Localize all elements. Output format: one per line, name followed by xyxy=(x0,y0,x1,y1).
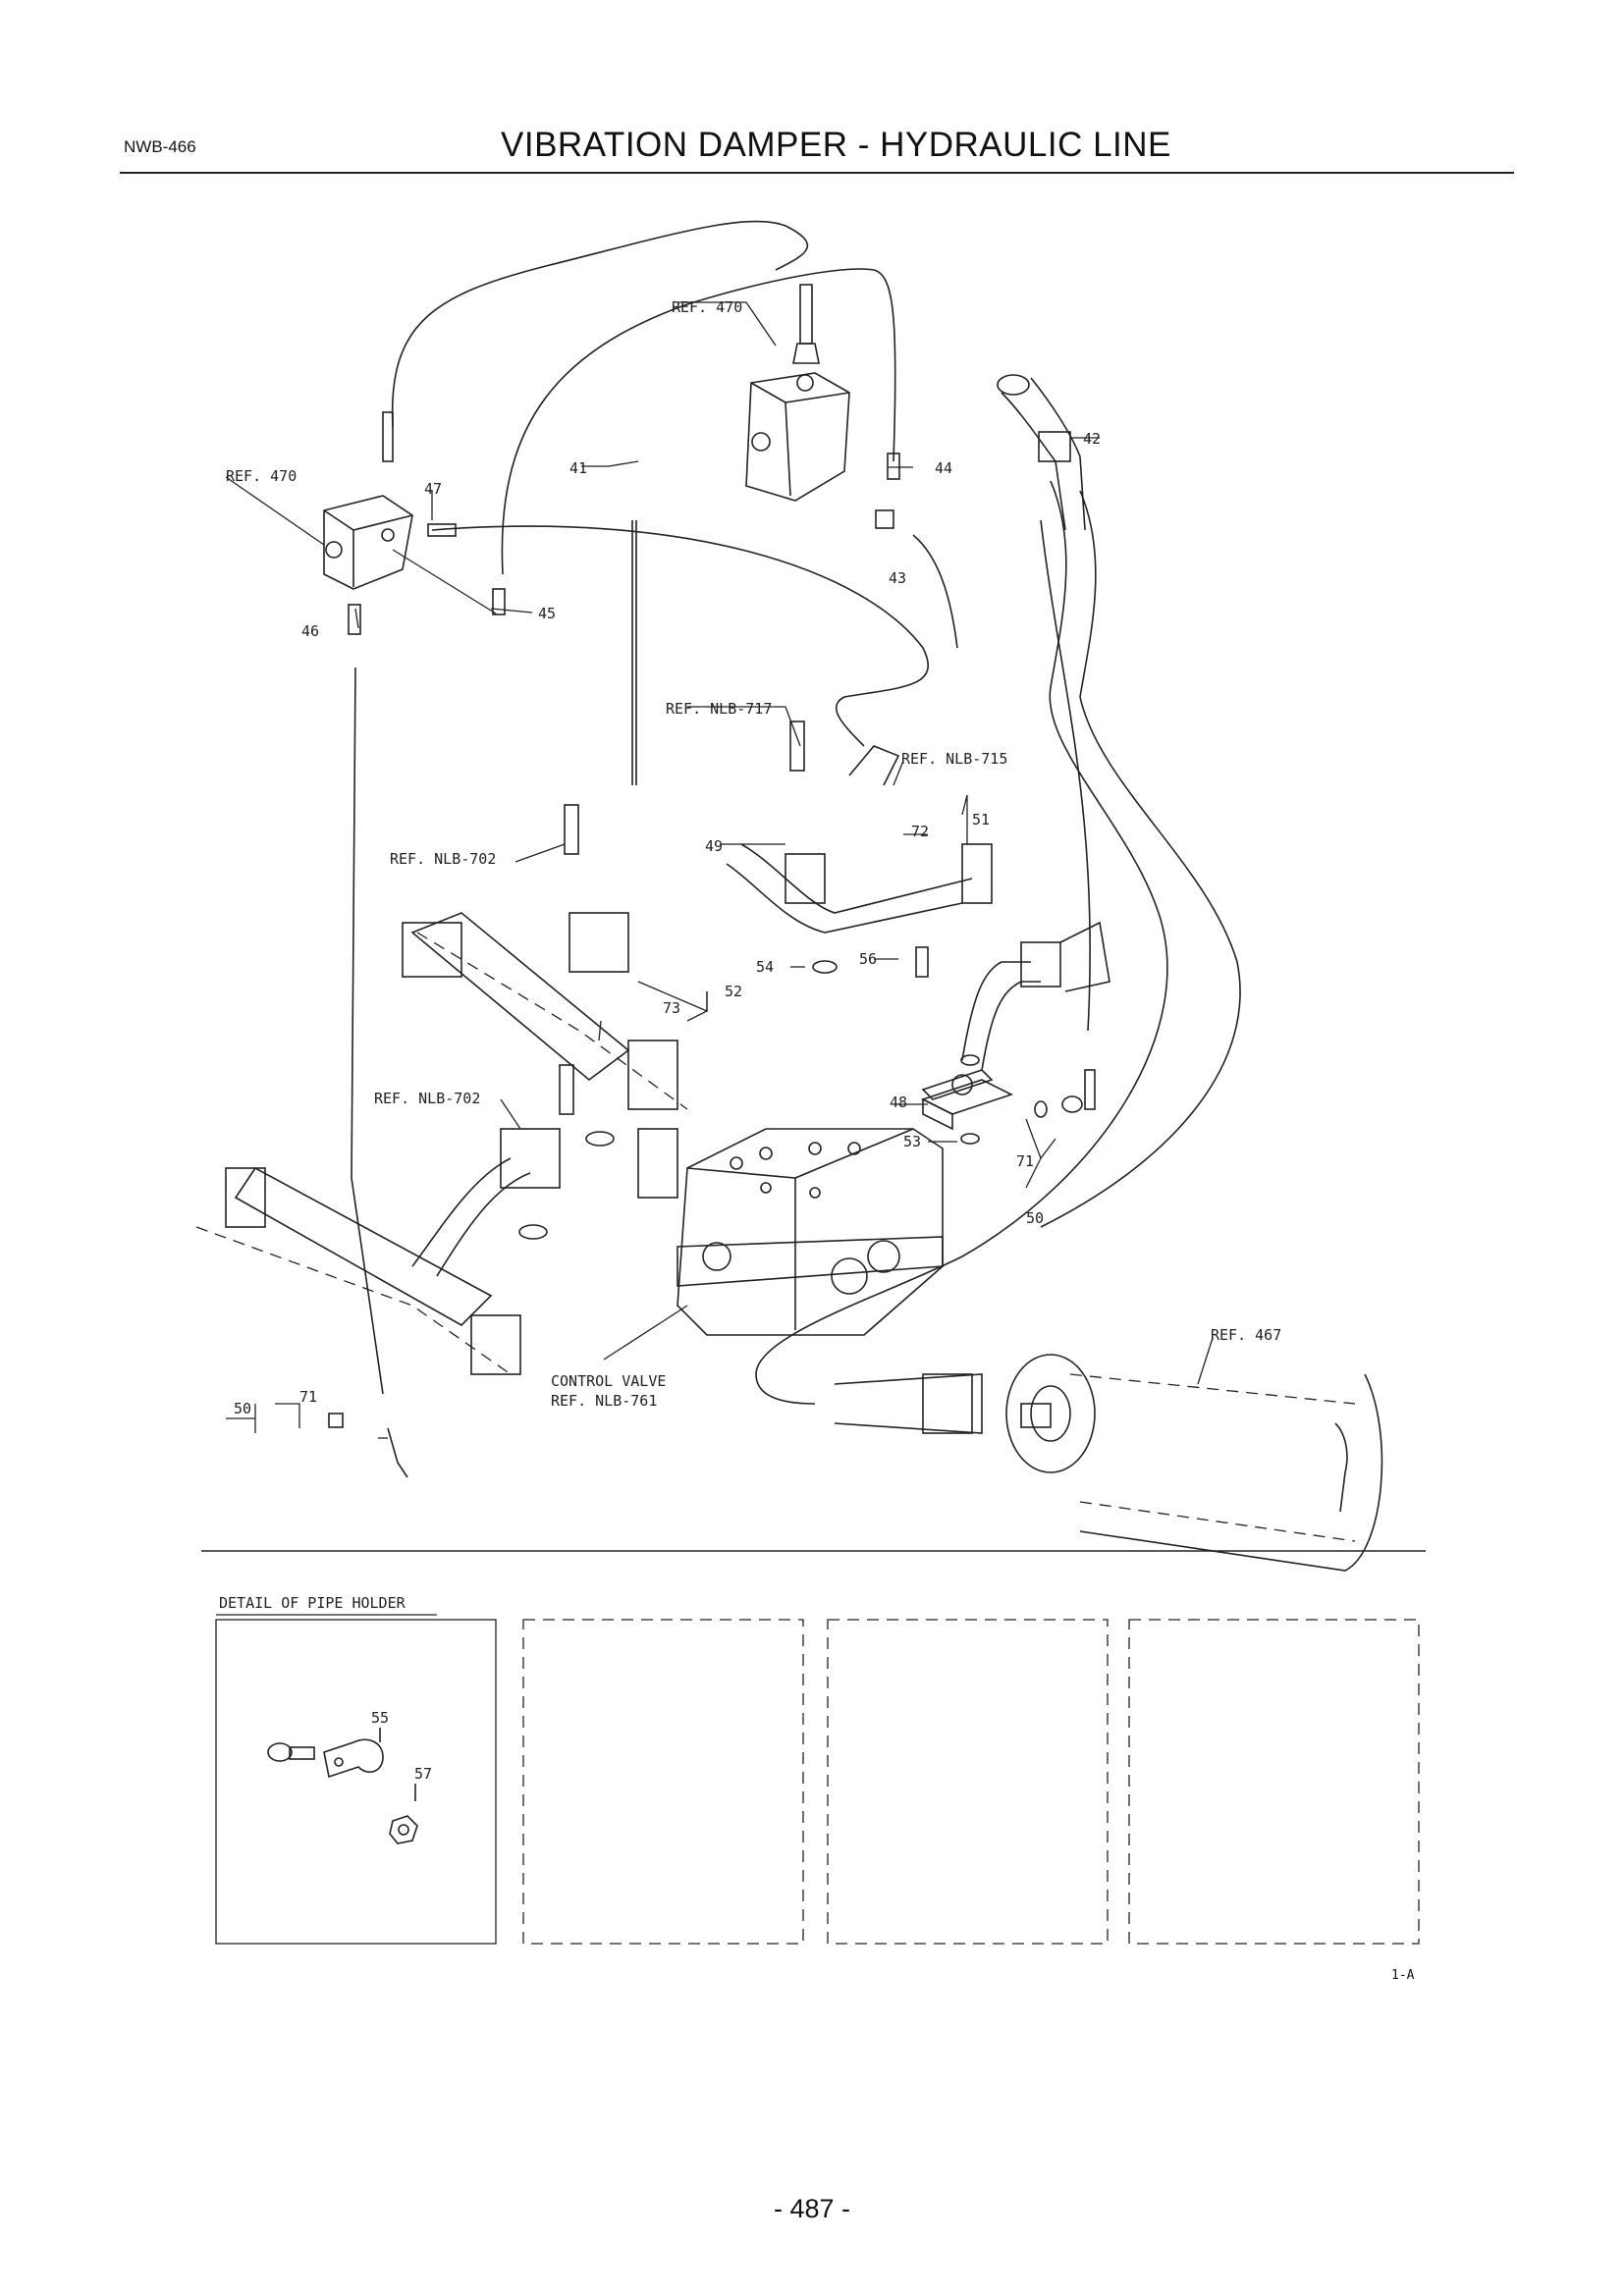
callout-73: 73 xyxy=(663,999,680,1017)
tube-ref467 xyxy=(834,1354,1348,1513)
ref-label-nlb702-upper: REF. NLB-702 xyxy=(390,850,496,868)
document-code: NWB-466 xyxy=(124,137,196,156)
valve-block-left xyxy=(323,411,457,590)
callout-72: 72 xyxy=(911,823,929,840)
callout-50-left: 50 xyxy=(234,1400,251,1417)
callout-51: 51 xyxy=(972,811,990,828)
ref-label-470-top: REF. 470 xyxy=(672,298,742,316)
callout-52: 52 xyxy=(725,983,742,1000)
dashed-leaders xyxy=(195,932,1420,1945)
callout-49: 49 xyxy=(705,837,723,855)
detail-title: DETAIL OF PIPE HOLDER xyxy=(219,1594,406,1612)
callout-56: 56 xyxy=(859,950,877,968)
callout-46: 46 xyxy=(301,622,319,640)
callout-53: 53 xyxy=(903,1133,921,1150)
pipe-assembly-lower xyxy=(225,1128,561,1375)
callout-48: 48 xyxy=(890,1094,907,1111)
hose-42 xyxy=(997,374,1086,531)
callout-71-left: 71 xyxy=(299,1388,317,1406)
page-number: - 487 - xyxy=(773,2194,851,2223)
callout-41: 41 xyxy=(569,459,587,477)
hose-lines xyxy=(351,220,1383,1572)
callout-54: 54 xyxy=(756,958,774,976)
valve-block-top xyxy=(745,284,850,502)
pipe-holder-sketch xyxy=(267,1728,418,1844)
plate-48 xyxy=(920,1074,1014,1131)
callout-57: 57 xyxy=(414,1765,432,1783)
sheet-code: 1-A xyxy=(1391,1968,1415,1983)
ref-label-nlb761: REF. NLB-761 xyxy=(551,1392,657,1410)
elbow-fitting-right xyxy=(921,921,1110,1100)
detail-frame xyxy=(215,1619,497,1945)
ref-label-nlb715: REF. NLB-715 xyxy=(901,750,1007,768)
ref-label-nlb717: REF. NLB-717 xyxy=(666,700,772,718)
header-divider xyxy=(120,172,1514,174)
control-valve-label: CONTROL VALVE xyxy=(551,1372,666,1390)
pipe-assembly-upper xyxy=(402,843,993,1110)
callout-42: 42 xyxy=(1083,430,1101,448)
callout-45: 45 xyxy=(538,605,556,622)
callout-leaders xyxy=(225,301,1214,1439)
callout-50-right: 50 xyxy=(1026,1209,1044,1227)
ref-label-470-left: REF. 470 xyxy=(226,467,297,485)
callout-44: 44 xyxy=(935,459,952,477)
callout-47: 47 xyxy=(424,480,442,498)
ref-label-467: REF. 467 xyxy=(1211,1326,1281,1344)
callout-71-right: 71 xyxy=(1016,1152,1034,1170)
fittings-small xyxy=(328,453,1096,1478)
callout-43: 43 xyxy=(889,569,906,587)
callout-55: 55 xyxy=(371,1709,389,1727)
control-valve-body xyxy=(637,1128,944,1336)
page-title: VIBRATION DAMPER - HYDRAULIC LINE xyxy=(501,126,1171,164)
ref-label-nlb702-lower: REF. NLB-702 xyxy=(374,1090,480,1107)
